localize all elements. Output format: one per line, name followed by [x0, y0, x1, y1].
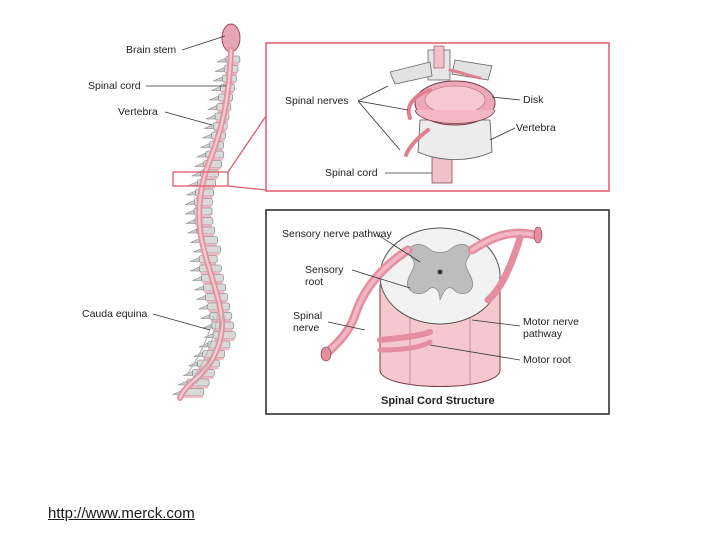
vertebra-detail: [389, 45, 496, 184]
spinous-process: [211, 86, 221, 91]
detail-leader-lines: [357, 85, 521, 174]
label-sensory-root-line2: root: [305, 276, 324, 288]
disk: [197, 234, 214, 237]
spinous-process: [200, 314, 211, 319]
spinous-process: [185, 200, 195, 205]
vertebra-stack: [172, 55, 241, 398]
disk: [203, 253, 220, 256]
label-spinal-cord: Spinal cord: [88, 80, 141, 92]
disk: [195, 215, 212, 218]
spinous-process: [190, 238, 200, 243]
spinous-process: [188, 181, 198, 186]
spinous-process: [196, 295, 206, 300]
detail-highlight-box: [172, 171, 229, 187]
spinous-process: [198, 304, 208, 310]
cross-section-title: Spinal Cord Structure: [381, 395, 495, 407]
cross-section-leader-lines: [327, 234, 521, 361]
label-spinal-nerves: Spinal nerves: [285, 95, 349, 107]
spinous-process: [204, 333, 214, 338]
spinous-process: [204, 124, 214, 129]
disk: [195, 205, 212, 208]
spinous-process: [202, 323, 213, 329]
disk: [195, 224, 212, 227]
spine-leader-lines: [146, 35, 226, 331]
disk: [182, 395, 203, 398]
zoom-line-top: [227, 115, 267, 173]
spinous-process: [192, 276, 202, 281]
disk: [214, 338, 235, 341]
label-sensory-root-line1: Sensory: [305, 264, 344, 276]
spinous-process: [216, 57, 227, 63]
spinous-process: [202, 133, 212, 139]
label-spinal-nerve-line1: Spinal: [293, 310, 323, 322]
disk: [200, 243, 217, 246]
spinous-process: [194, 162, 205, 167]
spinous-process: [213, 76, 223, 82]
spinous-process: [191, 171, 201, 177]
label-vertebra: Vertebra: [118, 106, 158, 118]
spinous-process: [185, 219, 196, 224]
spinous-process: [200, 143, 210, 148]
zoom-line-bottom: [227, 185, 267, 191]
spinal-cord-cross-section: [320, 226, 543, 387]
label-spinal-nerve-line2: nerve: [293, 322, 320, 334]
spinous-process: [190, 257, 200, 262]
disk: [193, 376, 214, 379]
spinous-process: [207, 105, 218, 110]
spinous-process: [187, 228, 198, 234]
label-motor-nerve-pathway-line1: Motor nerve: [523, 316, 580, 328]
spinous-process: [190, 266, 200, 272]
disk: [188, 386, 209, 389]
disk: [204, 167, 221, 170]
spinal-column: [172, 23, 241, 401]
spinous-process: [194, 285, 204, 291]
label-detail-vertebra: Vertebra: [516, 122, 556, 134]
spinous-process: [209, 95, 219, 101]
disk: [198, 186, 215, 189]
label-cauda-equina: Cauda equina: [82, 308, 148, 320]
spinous-process: [214, 67, 225, 72]
spinous-process: [186, 190, 196, 196]
spinous-process: [205, 114, 216, 120]
spinous-process: [184, 209, 195, 215]
disk: [201, 177, 218, 180]
label-motor-nerve-pathway-line2: pathway: [523, 328, 563, 340]
source-link[interactable]: http://www.merck.com: [48, 505, 195, 522]
disk: [206, 158, 223, 161]
label-brain-stem: Brain stem: [126, 44, 177, 56]
label-detail-spinal-cord: Spinal cord: [325, 167, 378, 179]
label-motor-root: Motor root: [523, 354, 571, 366]
label-sensory-nerve-pathway: Sensory nerve pathway: [282, 228, 392, 240]
disk: [196, 196, 213, 199]
label-disk: Disk: [523, 94, 544, 106]
spinous-process: [196, 152, 207, 158]
